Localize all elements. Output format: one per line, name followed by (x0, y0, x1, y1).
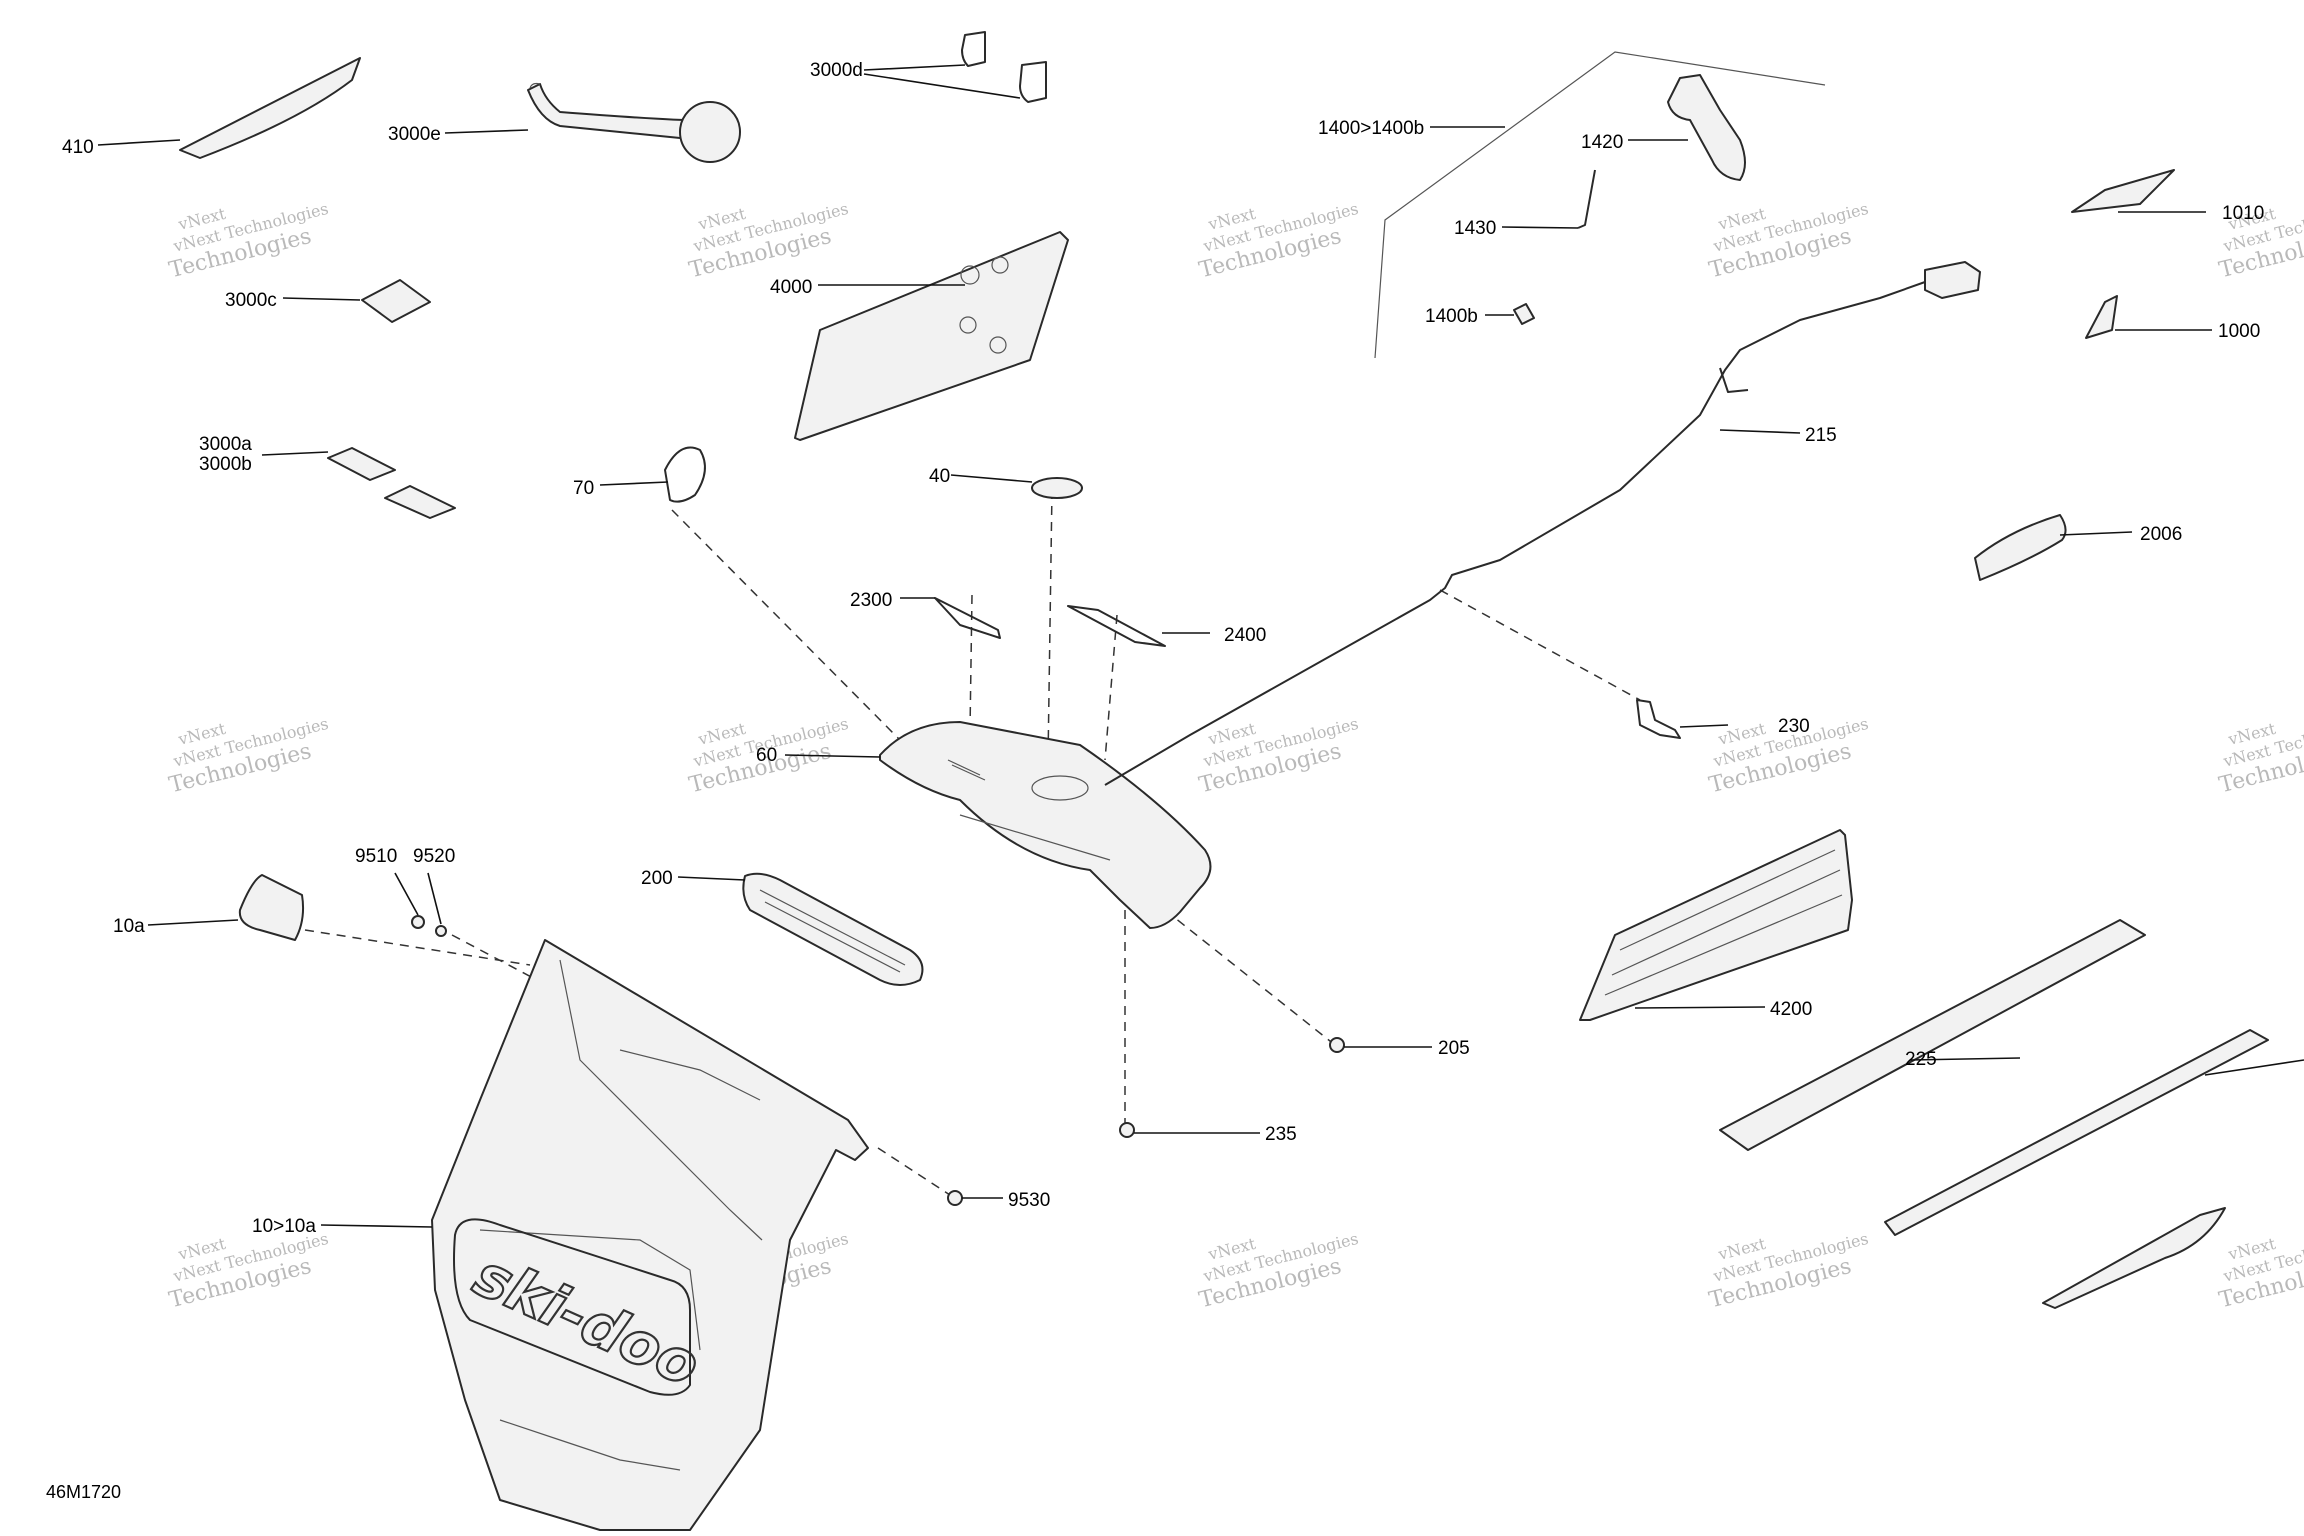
decal-bottom-right (2042, 1207, 2226, 1309)
callout-1000: 1000 (2218, 321, 2260, 342)
callout-60: 60 (756, 745, 777, 766)
callout-235: 235 (1265, 1124, 1297, 1145)
label-3000c (361, 279, 431, 323)
label-3000a (327, 447, 396, 481)
nut-9520 (435, 925, 447, 937)
watermark: vNext vNext Technologies Technologies (2217, 1229, 2304, 1314)
watermark: vNext vNext Technologies Technologies (1707, 199, 1871, 284)
grille-200 (742, 872, 924, 986)
watermark: vNext vNext Technologies Technologies (1197, 1229, 1361, 1314)
callout-10-to-10a: 10>10a (252, 1216, 316, 1237)
callout-3000c: 3000c (225, 290, 277, 311)
callout-9510: 9510 (355, 846, 397, 867)
callout-3000a: 3000a (199, 434, 252, 455)
callout-215: 215 (1805, 425, 1837, 446)
watermark: vNext vNext Technologies Technologies (167, 714, 331, 799)
watermark: vNext vNext Technologies Technologies (1197, 199, 1361, 284)
kit-frame-1400 (1374, 51, 1826, 359)
window-10a (238, 874, 305, 941)
decal-2006 (1974, 514, 2067, 581)
callout-1420: 1420 (1581, 132, 1623, 153)
console-60 (879, 721, 1212, 929)
rivet-235 (1119, 1122, 1135, 1138)
panel-4200 (1579, 829, 1853, 1021)
callout-3000d: 3000d (810, 60, 863, 81)
leader-lines (97, 64, 2304, 1228)
callout-9520: 9520 (413, 846, 455, 867)
callout-1400-to-1400b: 1400>1400b (1318, 118, 1424, 139)
callout-labels: 410 3000e 3000d 3000c 3000a 3000b 4000 7… (62, 60, 2264, 1237)
rail-225b (1884, 1029, 2269, 1236)
figure-id: 46M1720 (46, 1482, 121, 1502)
callout-4200: 4200 (1770, 999, 1812, 1020)
decal-2400 (1067, 605, 1166, 647)
watermark: vNext vNext Technologies Technologies (2217, 714, 2304, 799)
label-3000b (384, 485, 456, 519)
nut-9510 (411, 915, 425, 929)
part-3000d (961, 31, 1047, 103)
part-70 (664, 446, 706, 503)
callout-1400b: 1400b (1425, 306, 1478, 327)
callout-205: 205 (1438, 1038, 1470, 1059)
watermark: vNext vNext Technologies Technologies (2217, 199, 2304, 284)
callout-3000e: 3000e (388, 124, 441, 145)
callout-10a: 10a (113, 916, 145, 937)
part-3000e (527, 82, 741, 163)
callout-40: 40 (929, 466, 950, 487)
callout-9530: 9530 (1008, 1190, 1050, 1211)
harness-215 (1104, 261, 1981, 786)
callout-1430: 1430 (1454, 218, 1496, 239)
callout-4000: 4000 (770, 277, 812, 298)
decal-1010 (2071, 169, 2175, 213)
callout-70: 70 (573, 478, 594, 499)
callout-200: 200 (641, 868, 673, 889)
callout-1010: 1010 (2222, 203, 2264, 224)
watermark: vNext vNext Technologies Technologies (687, 199, 851, 284)
callout-3000b: 3000b (199, 454, 252, 475)
callout-2400: 2400 (1224, 625, 1266, 646)
bracket-230 (1636, 699, 1681, 739)
callout-225: 225 (1905, 1049, 1937, 1070)
watermark: vNext vNext Technologies Technologies (1197, 714, 1361, 799)
rivet-205 (1329, 1037, 1345, 1053)
rivet-9530 (947, 1190, 963, 1206)
callout-230: 230 (1778, 716, 1810, 737)
panel-4000 (794, 231, 1069, 441)
decal-410 (179, 57, 361, 159)
decal-1000 (2085, 295, 2118, 339)
callout-2300: 2300 (850, 590, 892, 611)
callout-410: 410 (62, 137, 94, 158)
decal-2300 (934, 597, 1001, 639)
fob-1400b (1513, 303, 1535, 325)
key-1430 (1577, 169, 1596, 229)
watermark: vNext vNext Technologies Technologies (1707, 1229, 1871, 1314)
nose-panel-10: ski-doo (431, 939, 869, 1531)
emblem-40 (1031, 477, 1083, 499)
rail-225a (1719, 919, 2146, 1151)
watermark: vNext vNext Technologies Technologies (167, 199, 331, 284)
callout-2006: 2006 (2140, 524, 2182, 545)
wrench-1420 (1667, 74, 1746, 181)
assembly-lines (304, 489, 1641, 1196)
watermark: vNext vNext Technologies Technologies (1707, 714, 1871, 799)
